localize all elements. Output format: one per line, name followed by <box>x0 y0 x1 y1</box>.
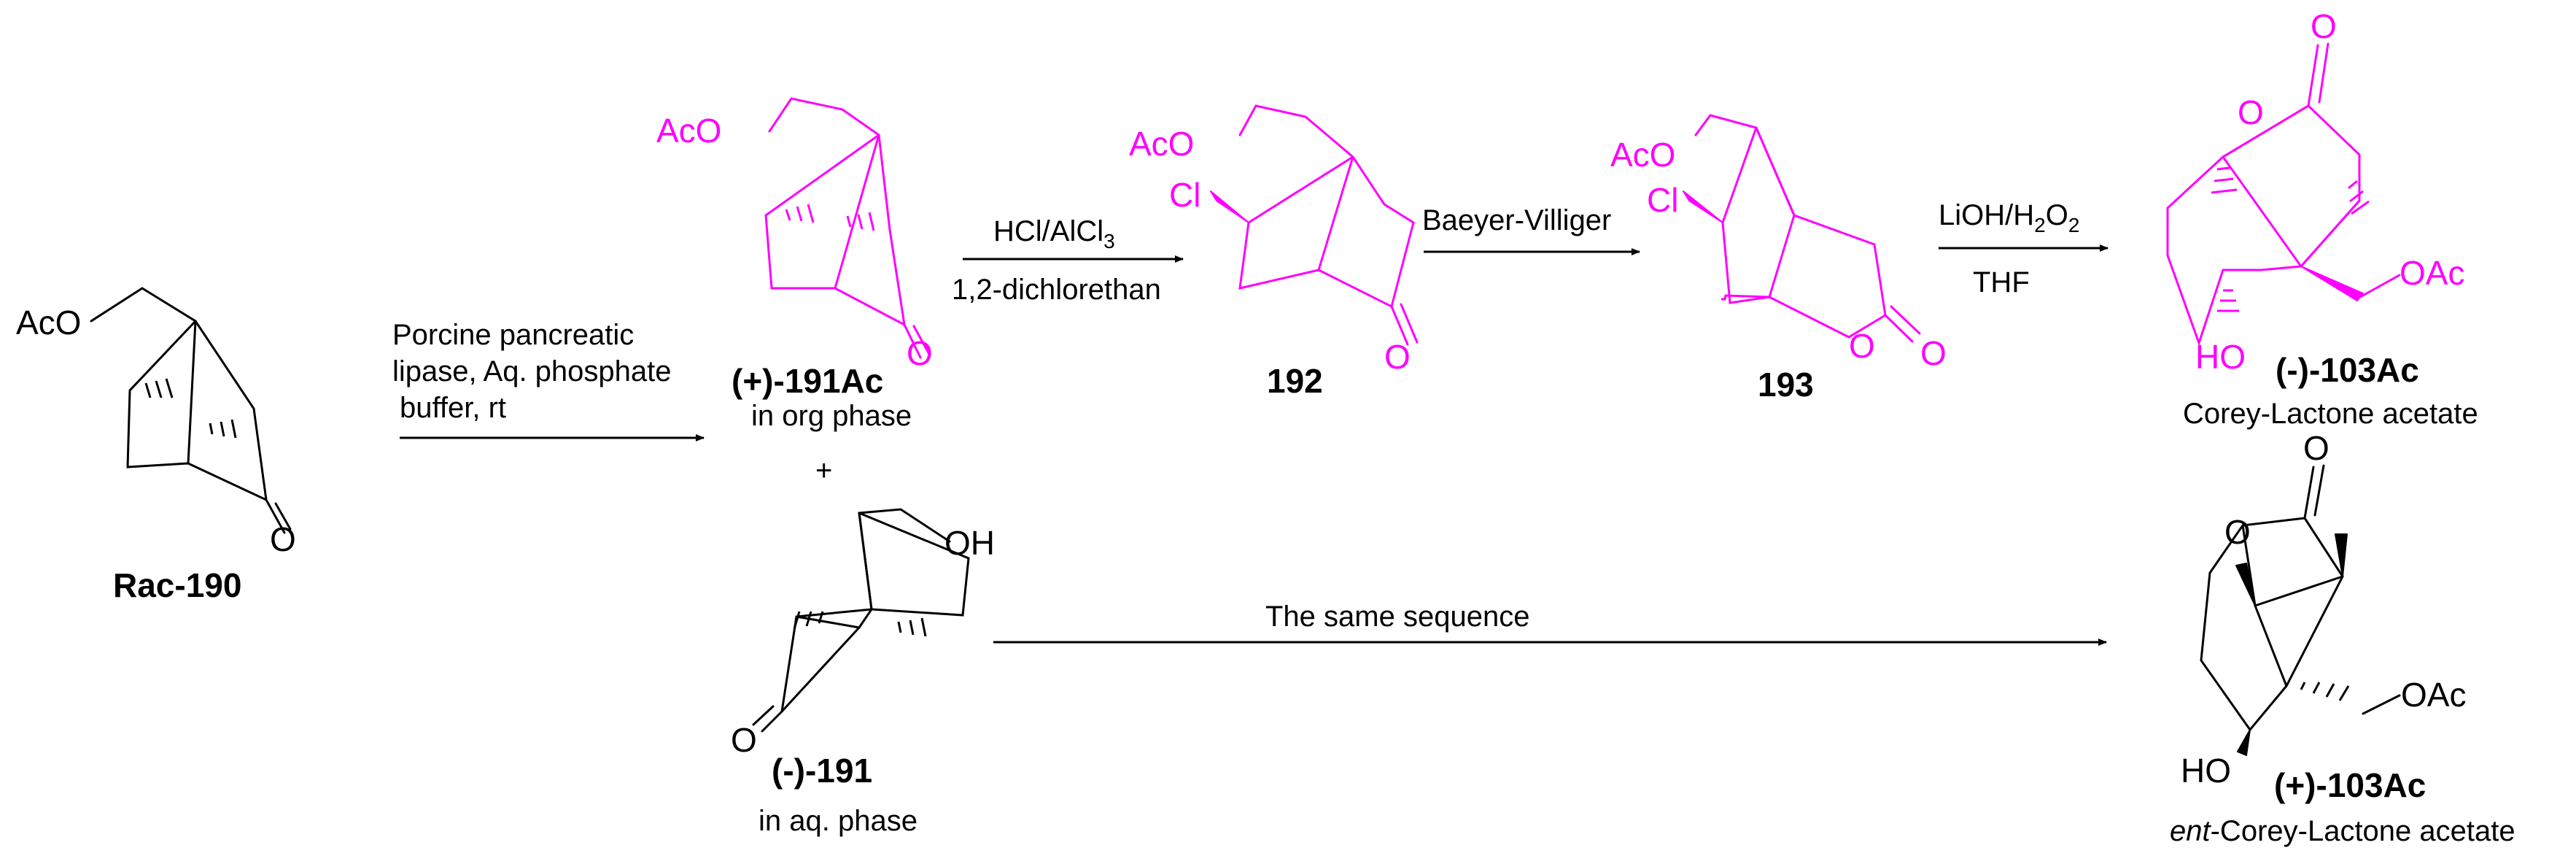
atom-label-o: O <box>2303 429 2329 467</box>
atom-label-oac: OAc <box>2400 254 2464 292</box>
compound-label-rac-190: Rac-190 <box>113 566 241 604</box>
reaction-arrow-3: Baeyer-Villiger <box>1422 204 1640 255</box>
hash-bond <box>2300 682 2350 701</box>
compound-label-191ac: (+)-191Ac <box>732 362 883 400</box>
hash-bond <box>2348 180 2370 215</box>
molecule-191ac: AcO O <box>656 97 933 372</box>
atom-label-ho: HO <box>2195 338 2246 376</box>
compound-label-103ac-plus: (+)-103Ac <box>2274 766 2426 804</box>
molecule-103ac-plus: O O OAc HO <box>2181 429 2466 790</box>
reaction-arrow-same-sequence: The same sequence <box>993 601 2107 646</box>
hash-bond <box>209 419 237 439</box>
molecule-193: AcO Cl O O <box>1610 114 1947 372</box>
atom-label-aco: AcO <box>656 112 721 150</box>
atom-label-o-ring: O <box>2224 513 2251 551</box>
hash-bond <box>2217 289 2239 312</box>
atom-label-oac: OAc <box>2401 676 2466 714</box>
reagent-above: Baeyer-Villiger <box>1422 204 1611 236</box>
compound-description: Corey-Lactone acetate <box>2183 398 2478 430</box>
atom-label-cl: Cl <box>1169 176 1200 214</box>
atom-label-o: O <box>2311 7 2337 45</box>
atom-label-ho: HO <box>2181 752 2231 790</box>
hash-bond <box>897 617 927 637</box>
atom-label-aco: AcO <box>1129 125 1194 163</box>
reagent-above: LiOH/H2O2 <box>1939 199 2079 236</box>
phase-note-org: in org phase <box>751 400 912 432</box>
reagent-below: THF <box>1973 266 2030 298</box>
hash-bond <box>846 212 875 231</box>
compound-label-103ac-minus: (-)-103Ac <box>2276 351 2419 389</box>
atom-label-o: O <box>731 721 757 759</box>
reaction-arrow-1: Porcine pancreatic lipase, Aq. phosphate… <box>392 319 705 441</box>
reagent-line: buffer, rt <box>400 392 506 424</box>
atom-label-o: O <box>1920 334 1947 372</box>
reaction-arrow-2: HCl/AlCl3 1,2-dichlorethan <box>952 215 1184 306</box>
compound-label-192: 192 <box>1267 362 1323 400</box>
compound-label-193: 193 <box>1758 366 1814 404</box>
phase-note-aq: in aq. phase <box>759 805 917 837</box>
atom-label-o-ring: O <box>2238 93 2264 131</box>
compound-label-191: (-)-191 <box>772 752 872 790</box>
reagent-above: The same sequence <box>1265 601 1529 633</box>
reagent-above: HCl/AlCl3 <box>993 215 1115 252</box>
molecule-192: AcO Cl O <box>1129 104 1419 376</box>
molecule-rac-190: AcO O Rac-190 <box>16 287 296 604</box>
reagent-below: 1,2-dichlorethan <box>952 274 1161 306</box>
hash-bond <box>785 204 815 223</box>
molecule-103ac-minus: O O OAc HO <box>2166 7 2464 376</box>
hash-bond <box>2211 166 2238 194</box>
hash-bond <box>793 611 824 630</box>
atom-label-aco: AcO <box>1610 136 1675 174</box>
reaction-arrow-4: LiOH/H2O2 THF <box>1939 199 2108 298</box>
reagent-line: Porcine pancreatic <box>392 319 634 351</box>
atom-label-oh: OH <box>944 524 995 562</box>
atom-label-aco: AcO <box>16 304 81 342</box>
atom-label-o-ring: O <box>1849 327 1875 365</box>
reagent-line: lipase, Aq. phosphate <box>392 355 672 387</box>
atom-label-o: O <box>907 334 933 372</box>
plus-sign: + <box>815 455 832 487</box>
atom-label-o: O <box>1384 338 1411 376</box>
atom-label-o: O <box>270 520 296 558</box>
hash-bond <box>144 378 174 398</box>
atom-label-cl: Cl <box>1647 181 1678 219</box>
compound-description: ent-Corey-Lactone acetate <box>2170 815 2515 847</box>
molecule-191: OH O <box>731 508 995 759</box>
